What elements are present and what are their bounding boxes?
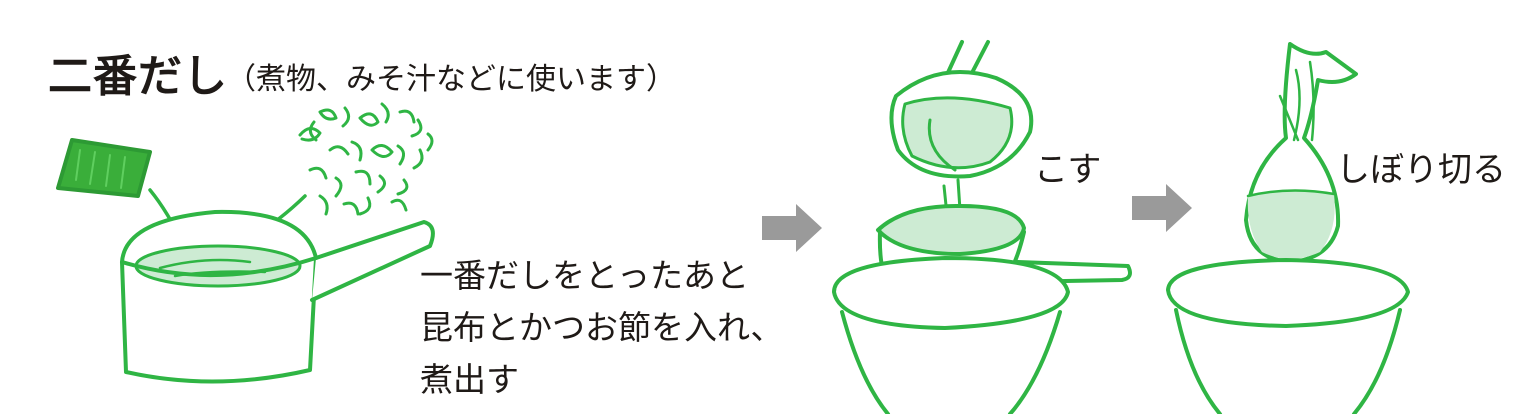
cloth-bag-icon [1244,42,1358,264]
process-arrow-icon-1 [762,204,822,252]
step3-label: しぼり切る [1336,150,1506,190]
process-arrow-icon-2 [1132,184,1192,232]
step1-line-2: 昆布とかつお節を入れ、 [420,308,784,347]
page-subtitle: （煮物、みそ汁などに使います） [226,62,676,97]
katsuobushi-flakes-icon [298,102,434,216]
ladle-icon [889,40,1034,246]
saucepan-icon [120,209,435,384]
step1-line-3: 煮出す [420,360,519,399]
step2-label: こす [1034,150,1102,190]
step1-description: 一番だしをとったあと 昆布とかつお節を入れ、 煮出す [420,250,783,406]
bowl-icon-step2 [832,256,1070,414]
kombu-icon [56,138,152,198]
bowl-icon-step3 [1166,258,1410,414]
step1-line-1: 一番だしをとったあと [420,256,750,295]
page-title: 二番だし [48,51,228,102]
